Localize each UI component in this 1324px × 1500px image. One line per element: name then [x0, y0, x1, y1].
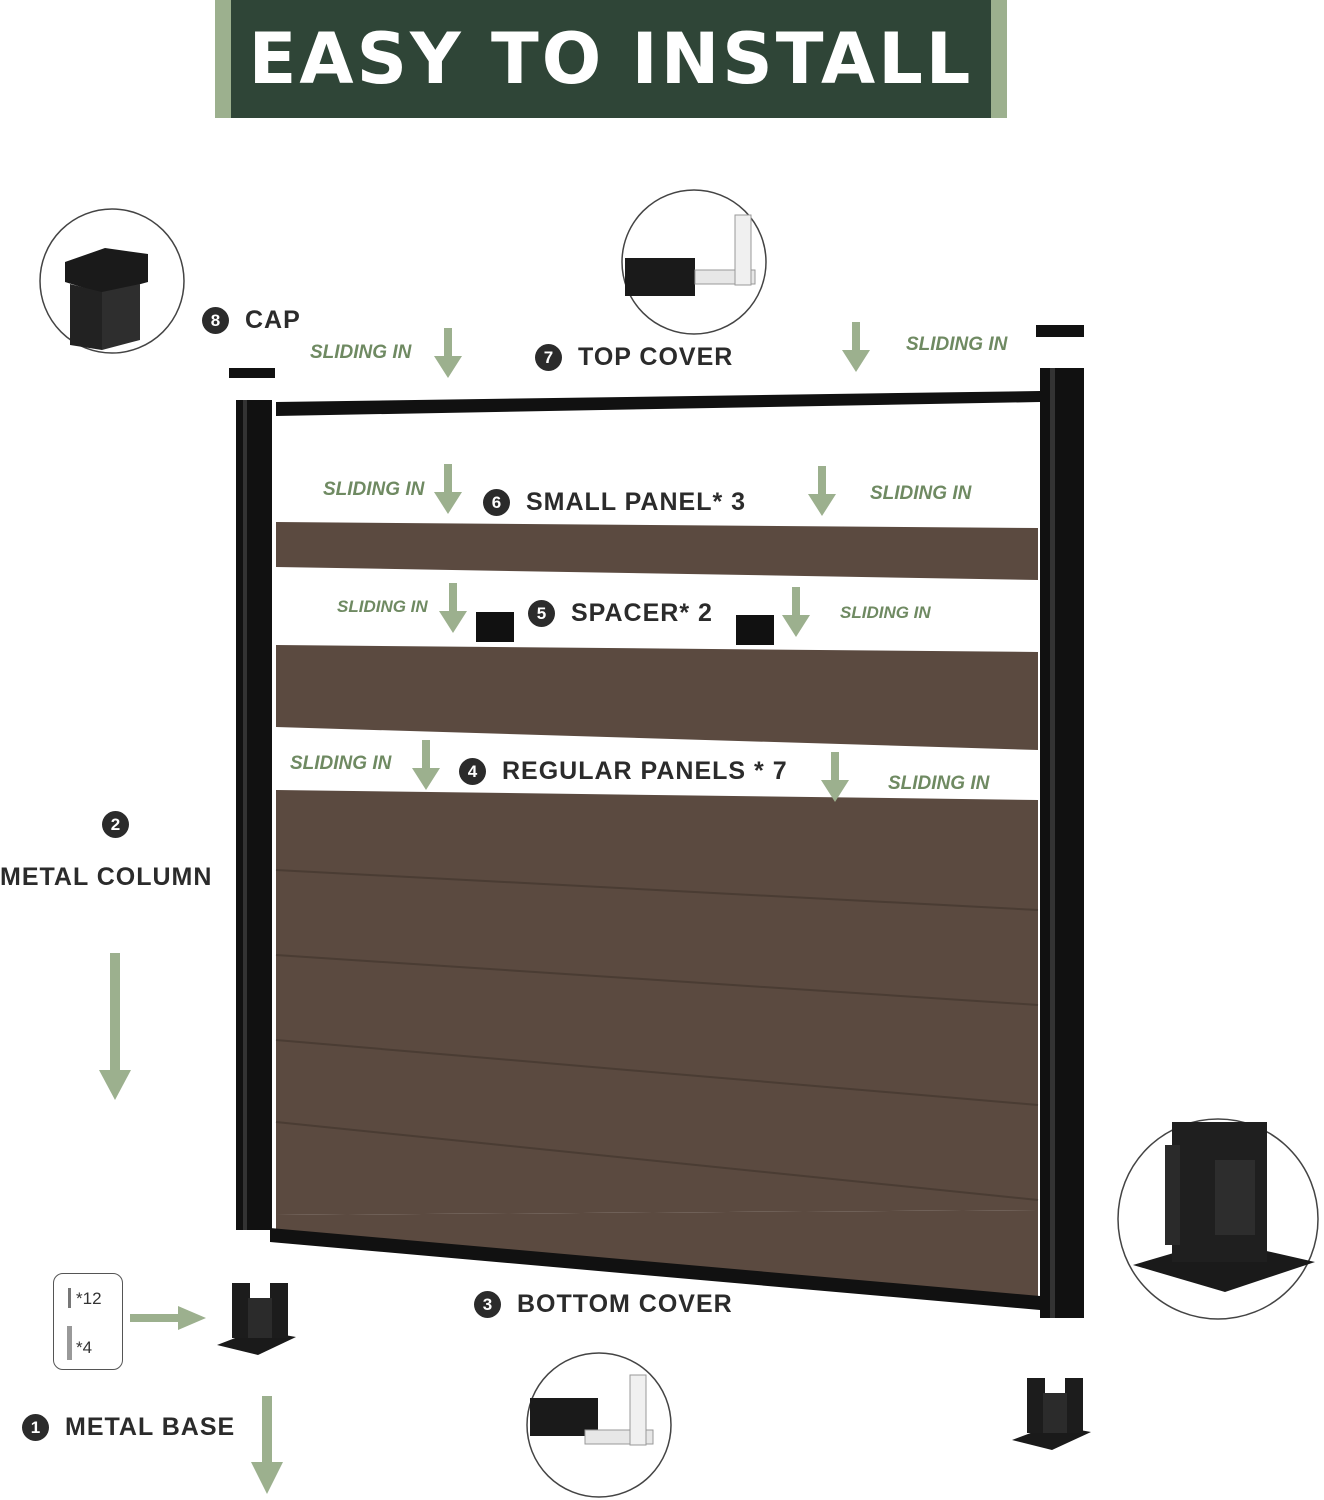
left-column [236, 400, 272, 1230]
top-cover-rail [276, 391, 1040, 416]
hardware-kit: *12 *4 [53, 1273, 123, 1370]
spacer-right [736, 615, 774, 645]
cap-detail-icon [39, 208, 185, 354]
step-number: 3 [474, 1291, 501, 1318]
bolt-count: *4 [76, 1338, 93, 1357]
left-cap [229, 368, 275, 378]
sliding-in-label: SLIDING IN [323, 479, 425, 500]
bolt-icon [67, 1326, 72, 1360]
part-name: METAL COLUMN [0, 863, 213, 891]
step-number: 7 [535, 344, 562, 371]
base-detail-icon [1117, 1118, 1319, 1320]
bottom-cover-rail [270, 1228, 1040, 1310]
metal-base-icon [1012, 1378, 1091, 1450]
sliding-in-label: SLIDING IN [906, 334, 1008, 355]
bottom-cover-detail-icon [526, 1352, 672, 1498]
step-number: 1 [22, 1414, 49, 1441]
base-arrow-icon [251, 1396, 283, 1494]
sliding-in-label: SLIDING IN [870, 483, 972, 504]
part-name: METAL BASE [65, 1413, 236, 1441]
page-title: EASY TO INSTALL [248, 18, 974, 100]
part-name: CAP [245, 306, 301, 334]
step-number: 2 [102, 811, 129, 838]
part-name: REGULAR PANELS * 7 [502, 757, 788, 785]
label-spacer: 5 SPACER* 2 [528, 599, 713, 628]
spacer-left [476, 612, 514, 642]
part-name: TOP COVER [578, 343, 734, 371]
label-bottom-cover: 3 BOTTOM COVER [474, 1290, 733, 1319]
screw-count: *12 [76, 1289, 102, 1308]
sliding-in-label: SLIDING IN [290, 753, 392, 774]
part-name: SMALL PANEL* 3 [526, 488, 747, 516]
right-cap [1036, 325, 1084, 337]
part-name: SPACER* 2 [571, 599, 713, 627]
sliding-in-label: SLIDING IN [337, 597, 428, 616]
column-arrow-icon [99, 953, 131, 1100]
label-cap: 8 CAP [202, 306, 301, 335]
sliding-in-label: SLIDING IN [888, 773, 990, 794]
part-name: BOTTOM COVER [517, 1290, 733, 1318]
top-cover-detail-icon [621, 189, 767, 335]
step-number: 8 [202, 307, 229, 334]
label-metal-column: METAL COLUMN [0, 863, 212, 892]
label-regular-panels: 4 REGULAR PANELS * 7 [459, 757, 788, 786]
label-small-panel: 6 SMALL PANEL* 3 [483, 488, 746, 517]
label-top-cover: 7 TOP COVER [535, 343, 733, 372]
regular-panels [275, 790, 1039, 1215]
step-number: 5 [528, 600, 555, 627]
kit-arrow-icon [130, 1306, 206, 1330]
title-banner: EASY TO INSTALL [215, 0, 1007, 118]
metal-base-icon [217, 1283, 296, 1355]
screw-icon [68, 1288, 71, 1308]
label-metal-column-number: 2 [102, 811, 145, 838]
label-metal-base: 1 METAL BASE [22, 1413, 235, 1442]
title-banner-inner: EASY TO INSTALL [231, 0, 991, 118]
upper-panel [276, 645, 1038, 750]
sliding-in-label: SLIDING IN [840, 603, 931, 622]
small-panel [276, 522, 1038, 580]
step-number: 4 [459, 758, 486, 785]
step-number: 6 [483, 489, 510, 516]
right-column [1040, 368, 1084, 1318]
sliding-in-label: SLIDING IN [310, 342, 412, 363]
